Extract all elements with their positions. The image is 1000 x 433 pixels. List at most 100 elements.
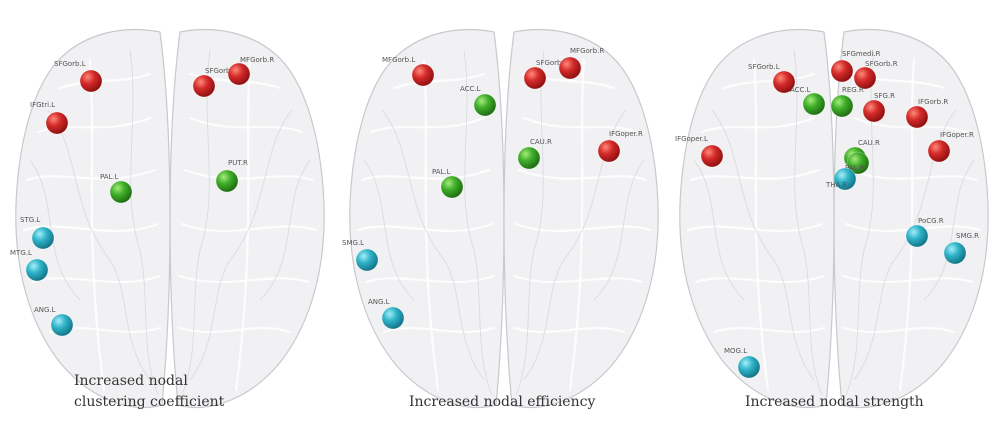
node-sphere: [440, 175, 464, 199]
node-sphere: [830, 94, 854, 118]
brain-node: IFGtri.L: [30, 101, 69, 135]
node-label: REG.R: [842, 86, 864, 94]
node-label: MTG.L: [10, 249, 32, 257]
node-sphere: [862, 99, 886, 123]
node-label: SFGorb.L: [748, 63, 780, 71]
brain-node: SFGorb.L: [748, 63, 796, 94]
left-hemisphere: [678, 28, 836, 409]
right-hemisphere: [502, 28, 660, 409]
node-sphere: [25, 258, 49, 282]
node-sphere: [517, 146, 541, 170]
node-label: SFGorb.R: [536, 59, 569, 67]
brain-node: PUT.R: [215, 159, 248, 193]
brain-node: STG.L: [20, 216, 55, 250]
node-label: ACC.L: [460, 85, 481, 93]
node-label: IFGoper.R: [609, 130, 643, 138]
panel-1-caption: Increased nodal clustering coefficient: [74, 373, 225, 410]
brain-node: MOG.L: [724, 347, 761, 379]
brain-node: PAL.L: [100, 173, 133, 204]
node-label: IFGoper.R: [940, 131, 974, 139]
node-label: SMG.L: [342, 239, 364, 247]
brain-node: THA.R: [825, 167, 857, 191]
panel-3-caption: Increased nodal strength: [745, 394, 924, 410]
panel-3-nodes: SFGorb.L ACC.L SFGmedi.R SFGorb.R REG.RSFG.R…: [675, 50, 979, 379]
node-sphere: [830, 59, 854, 83]
node-label: MFGorb.R: [240, 56, 274, 64]
brain-node: IFGoper.R: [597, 130, 643, 163]
node-label: SFGorb.R: [205, 67, 238, 75]
brain-node: SFG.R: [862, 92, 895, 123]
node-label: SFGorb.R: [865, 60, 898, 68]
node-label: ANG.L: [368, 298, 390, 306]
node-sphere: [523, 66, 547, 90]
node-label: SMG.R: [956, 232, 979, 240]
node-sphere: [192, 74, 216, 98]
node-sphere: [905, 224, 929, 248]
caption-line: Increased nodal strength: [745, 394, 924, 410]
node-sphere: [31, 226, 55, 250]
node-sphere: [45, 111, 69, 135]
node-label: PAL.R: [845, 164, 865, 172]
node-label: IFGtri.L: [30, 101, 55, 109]
brain-node: SFGorb.R: [853, 60, 898, 90]
brain-node: REG.R: [830, 86, 864, 118]
node-sphere: [853, 66, 877, 90]
brain-node: SFGorb.R: [523, 59, 569, 90]
brain-node: MFGorb.L: [382, 56, 435, 87]
node-sphere: [558, 56, 582, 80]
node-sphere: [215, 169, 239, 193]
caption-line: Increased nodal: [74, 373, 188, 389]
node-sphere: [905, 105, 929, 129]
node-sphere: [355, 248, 379, 272]
brain-node: PoCG.R: [905, 217, 944, 248]
node-sphere: [700, 144, 724, 168]
brain-node: MFGorb.R: [227, 56, 274, 86]
brain-node: ANG.L: [34, 306, 74, 337]
brain-node: IFGoper.R: [927, 131, 974, 163]
node-sphere: [833, 167, 857, 191]
brain-panel-1: [14, 28, 326, 409]
node-label: PAL.L: [100, 173, 119, 181]
node-label: CAU.R: [858, 139, 880, 147]
brain-node: SMG.R: [943, 232, 979, 265]
brain-node: MTG.L: [10, 249, 49, 282]
node-label: SFGorb.L: [54, 60, 86, 68]
node-sphere: [772, 70, 796, 94]
node-label: MFGorb.L: [382, 56, 415, 64]
node-label: CAU.R: [530, 138, 552, 146]
brain-node: PAL.R: [845, 151, 870, 175]
brain-node: IFGorb.R: [905, 98, 948, 129]
node-sphere: [802, 92, 826, 116]
brain-node: SFGmedi.R: [830, 50, 881, 83]
left-hemisphere: [348, 28, 506, 409]
brain-node: CAU.R: [517, 138, 552, 170]
brain-node: SFGorb.L: [54, 60, 103, 93]
node-label: IFGoper.L: [675, 135, 708, 143]
panel-2-caption: Increased nodal efficiency: [409, 394, 595, 410]
node-sphere: [473, 93, 497, 117]
node-sphere: [381, 306, 405, 330]
node-sphere: [927, 139, 951, 163]
brain-panel-2: [348, 28, 660, 409]
brain-node: SMG.L: [342, 239, 379, 272]
node-label: MOG.L: [724, 347, 747, 355]
caption-line: Increased nodal efficiency: [409, 394, 595, 410]
node-label: ACC.L: [790, 86, 811, 94]
node-sphere: [737, 355, 761, 379]
node-label: MFGorb.R: [570, 47, 604, 55]
node-label: PUT.R: [228, 159, 248, 167]
node-label: SFGmedi.R: [842, 50, 881, 58]
brain-node: ANG.L: [368, 298, 405, 330]
node-label: THA.R: [825, 181, 847, 189]
node-label: PAL.L: [432, 168, 451, 176]
nodes-layer: SFGorb.LIFGtri.LSFGorb.RMFGorb.RPAL.LPUT…: [10, 47, 979, 379]
node-sphere: [597, 139, 621, 163]
node-sphere: [411, 63, 435, 87]
brain-node: ACC.L: [460, 85, 497, 117]
caption-line: clustering coefficient: [74, 394, 225, 410]
node-label: ANG.L: [34, 306, 56, 314]
node-label: PoCG.R: [918, 217, 944, 225]
